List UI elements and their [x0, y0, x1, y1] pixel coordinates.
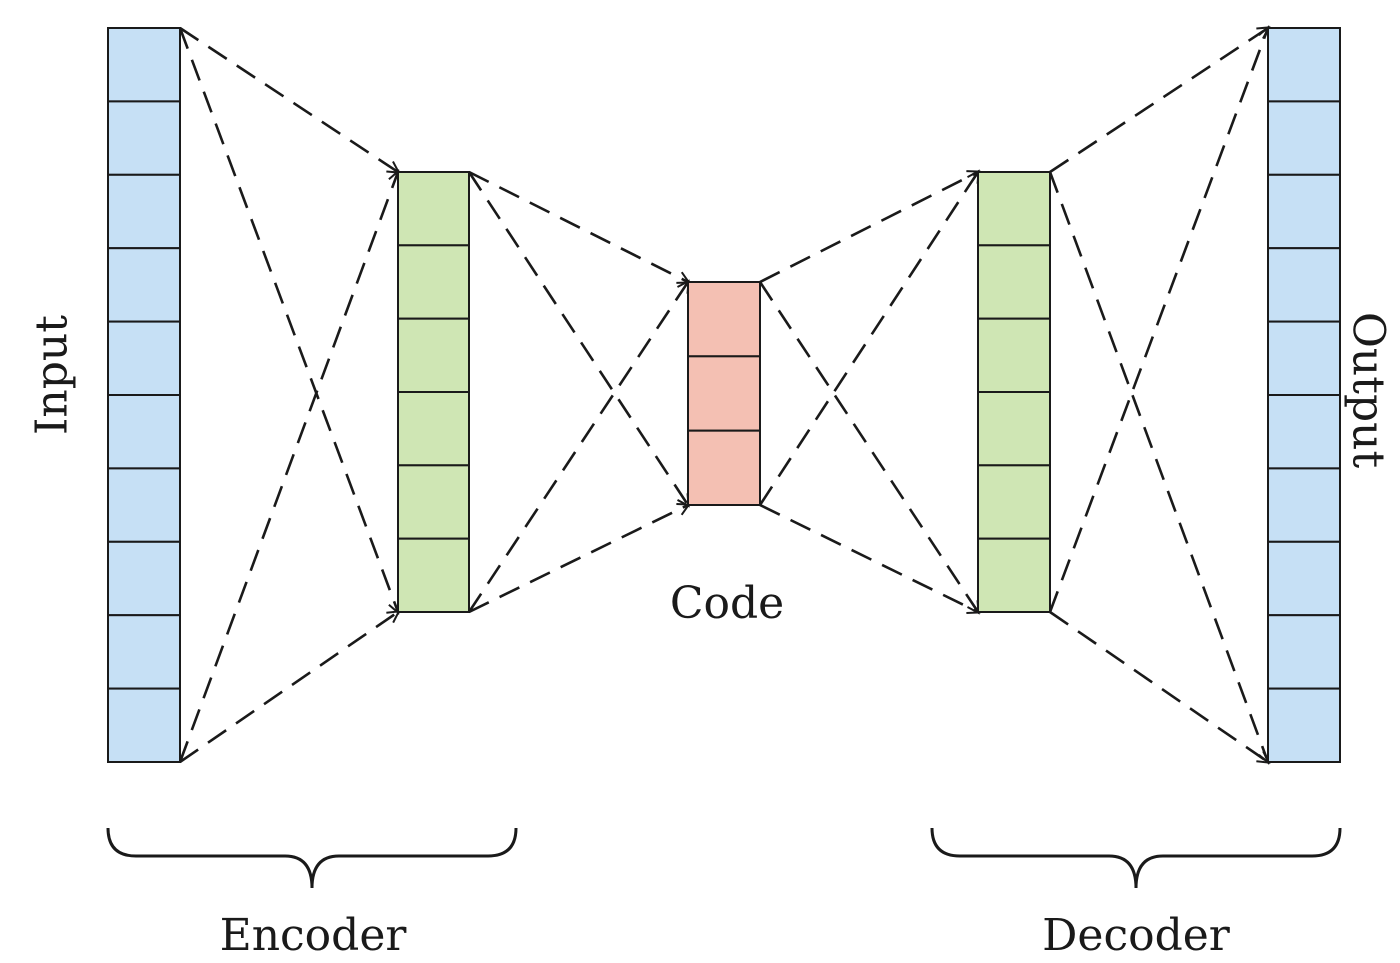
encoder-hidden-unit	[397, 171, 470, 247]
input-unit	[107, 467, 181, 543]
encoder-hidden-unit	[397, 244, 470, 320]
input-unit	[107, 394, 181, 470]
connection-input-bottom-to-enc-top	[178, 172, 398, 763]
output-unit	[1267, 247, 1341, 323]
output-unit	[1267, 687, 1341, 763]
output-unit	[1267, 540, 1341, 617]
output-unit	[1267, 614, 1341, 690]
connection-code-bottom-to-dec-bottom	[759, 503, 978, 612]
connection-input-bottom-to-enc-bottom	[179, 612, 398, 764]
code-unit	[687, 355, 761, 432]
input-unit	[107, 100, 181, 176]
connection-dec-top-to-out-bottom	[1048, 171, 1268, 762]
connection-dec-top-to-out-top	[1049, 28, 1268, 174]
input-unit	[107, 247, 181, 323]
connection-enc-bottom-to-code-top	[467, 282, 688, 613]
encoder-hidden-unit	[397, 317, 470, 394]
input-layer	[107, 27, 181, 763]
decoder-hidden-unit	[977, 244, 1051, 320]
output-unit	[1267, 467, 1341, 543]
output-unit	[1267, 320, 1341, 397]
encoder-hidden-unit	[397, 391, 470, 467]
decoder-hidden-unit	[977, 391, 1051, 467]
connection-enc-bottom-to-code-bottom	[468, 505, 688, 614]
decoder-hidden-unit	[977, 537, 1051, 613]
input-label: Input	[27, 315, 78, 435]
decoder-hidden-unit	[977, 317, 1051, 394]
connection-code-top-to-dec-bottom	[758, 281, 978, 612]
input-unit	[107, 687, 181, 763]
encoder-brace	[106, 827, 518, 889]
output-unit	[1267, 100, 1341, 176]
input-unit	[107, 173, 181, 250]
connection-code-bottom-to-dec-top	[758, 172, 978, 506]
output-label: Output	[1343, 312, 1394, 469]
output-unit	[1267, 394, 1341, 470]
decoder-brace	[930, 827, 1342, 889]
connections	[178, 26, 1268, 764]
code-layer	[687, 281, 761, 507]
output-layer	[1267, 27, 1341, 763]
decoder-hidden-unit	[977, 464, 1051, 540]
code-label: Code	[670, 578, 784, 629]
output-unit	[1267, 27, 1341, 103]
input-unit	[107, 320, 181, 397]
input-unit	[107, 27, 181, 103]
connection-dec-bottom-to-out-top	[1048, 28, 1268, 613]
connection-dec-bottom-to-out-bottom	[1049, 610, 1268, 762]
input-unit	[107, 540, 181, 617]
decoder-hidden-unit	[977, 171, 1051, 247]
connection-enc-top-to-code-bottom	[467, 171, 688, 505]
code-unit	[687, 281, 761, 358]
code-unit	[687, 429, 761, 507]
encoder-hidden-layer	[397, 171, 470, 613]
decoder-hidden-layer	[977, 171, 1051, 613]
decoder-label: Decoder	[1042, 910, 1231, 961]
encoder-hidden-unit	[397, 464, 470, 540]
input-unit	[107, 614, 181, 690]
connection-enc-top-to-code-top	[468, 170, 688, 282]
connection-code-top-to-dec-top	[759, 172, 978, 284]
encoder-hidden-unit	[397, 537, 470, 613]
output-unit	[1267, 173, 1341, 250]
connection-input-top-to-enc-bottom	[178, 27, 398, 612]
encoder-label: Encoder	[220, 910, 408, 961]
connection-input-top-to-enc-top	[179, 26, 398, 172]
